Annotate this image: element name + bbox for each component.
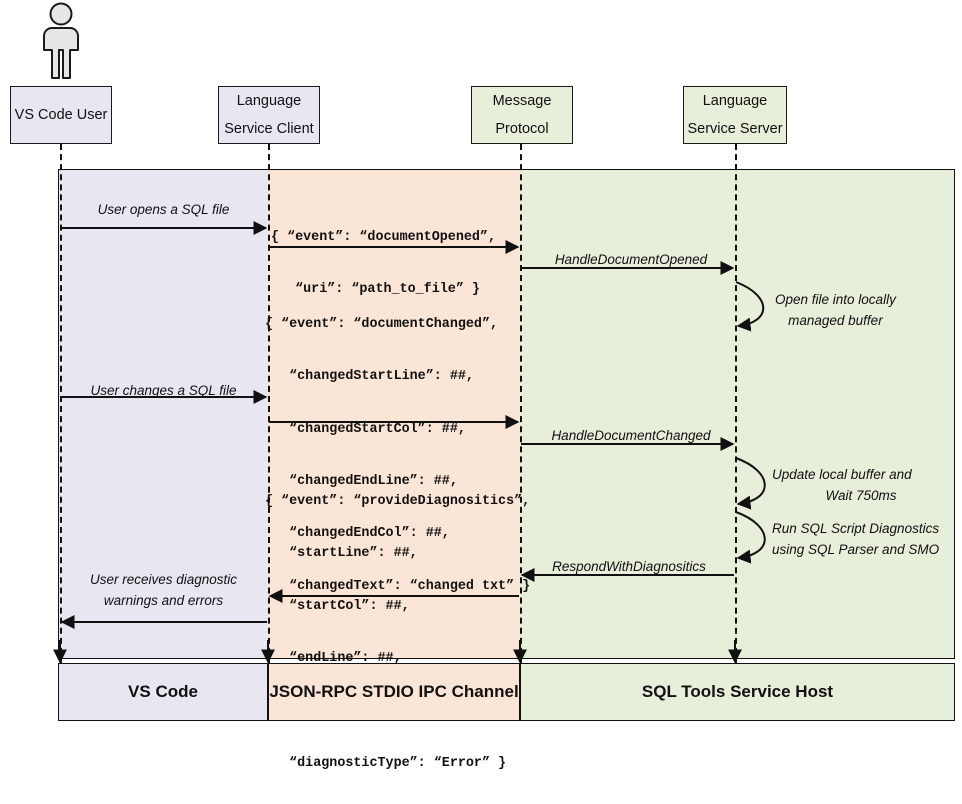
band-vs-code bbox=[58, 169, 268, 659]
participant-label-line1: Language bbox=[236, 92, 302, 109]
participant-label-line2: Service Client bbox=[224, 121, 314, 137]
note-run-diagnostics: Run SQL Script Diagnostics using SQL Par… bbox=[772, 519, 939, 561]
code-line: “endLine”: ##, bbox=[265, 651, 402, 667]
vs-code-user-actor-icon bbox=[30, 2, 92, 80]
footer-label: JSON-RPC STDIO IPC Channel bbox=[269, 682, 519, 701]
code-line: “changedStartCol”: ##, bbox=[265, 421, 466, 437]
message-label-user-receives-diagnostics: User receives diagnostic warnings and er… bbox=[61, 570, 266, 612]
code-block-document-opened: { “event”: “documentOpened”, “uri”: “pat… bbox=[271, 198, 496, 330]
footer-label: VS Code bbox=[128, 682, 198, 701]
lifeline-language-service-server bbox=[735, 144, 737, 664]
message-label-handle-document-opened: HandleDocumentOpened bbox=[526, 250, 736, 271]
code-line: “changedText”: “changed txt” } bbox=[265, 578, 531, 594]
lifeline-message-protocol bbox=[520, 144, 522, 664]
message-text: User changes a SQL file bbox=[90, 383, 237, 398]
participant-label-line1: Language bbox=[702, 92, 768, 109]
message-text: RespondWithDiagnositics bbox=[552, 559, 706, 574]
message-label-user-changes-file: User changes a SQL file bbox=[61, 381, 266, 402]
participant-label-line2: Protocol bbox=[495, 121, 549, 137]
message-text-line2: warnings and errors bbox=[103, 592, 224, 608]
code-line: { “event”: “provideDiagnositics”, bbox=[265, 493, 531, 509]
participant-label-line2: Service Server bbox=[687, 121, 783, 137]
participant-language-service-client: Language Service Client bbox=[218, 86, 320, 144]
message-label-handle-document-changed: HandleDocumentChanged bbox=[526, 426, 736, 447]
code-block-document-changed: { “event”: “documentChanged”, “changedSt… bbox=[265, 285, 530, 626]
footer-label: SQL Tools Service Host bbox=[641, 682, 834, 701]
message-text-line1: User receives diagnostic bbox=[89, 572, 238, 587]
message-text: User opens a SQL file bbox=[97, 202, 230, 217]
message-label-respond-with-diagnostics: RespondWithDiagnositics bbox=[524, 557, 734, 578]
code-line: “diagnosticType”: “Error” } bbox=[265, 755, 507, 771]
footer-sql-tools-service-host: SQL Tools Service Host bbox=[520, 663, 955, 721]
code-line: “changedStartLine”: ##, bbox=[265, 369, 474, 385]
note-text-line1: Run SQL Script Diagnostics bbox=[772, 521, 940, 536]
note-text-line2: managed buffer bbox=[788, 312, 883, 328]
lifeline-vs-code-user bbox=[60, 144, 62, 664]
note-text-line2: using SQL Parser and SMO bbox=[772, 541, 940, 557]
note-text-line2: Wait 750ms bbox=[825, 487, 897, 503]
band-service-host bbox=[520, 169, 955, 659]
code-block-provide-diagnostics: { “event”: “provideDiagnositics”, “start… bbox=[265, 462, 530, 803]
code-line: “uri”: “path_to_file” } bbox=[271, 282, 480, 298]
code-line: { “event”: “documentOpened”, bbox=[271, 229, 496, 245]
note-text-line1: Open file into locally bbox=[775, 292, 896, 307]
code-line: “changedEndLine”: ##, bbox=[265, 474, 458, 490]
code-line: “startCol”: ##, bbox=[265, 598, 410, 614]
message-text: HandleDocumentOpened bbox=[554, 252, 708, 267]
sequence-diagram: VS Code User Language Service Client Mes… bbox=[10, 2, 955, 771]
participant-vs-code-user: VS Code User bbox=[10, 86, 112, 144]
note-update-buffer-wait: Update local buffer and Wait 750ms bbox=[772, 465, 950, 507]
note-text-line1: Update local buffer and bbox=[772, 467, 912, 482]
participant-message-protocol: Message Protocol bbox=[471, 86, 573, 144]
participant-language-service-server: Language Service Server bbox=[683, 86, 787, 144]
band-ipc-channel bbox=[268, 169, 520, 659]
arrow-layer bbox=[53, 221, 766, 664]
participant-label-line1: Message bbox=[492, 92, 552, 109]
participant-label-line1: VS Code User bbox=[14, 106, 108, 123]
lifeline-language-service-client bbox=[268, 144, 270, 664]
note-open-file-buffer: Open file into locally managed buffer bbox=[775, 290, 896, 332]
footer-json-rpc-channel: JSON-RPC STDIO IPC Channel bbox=[268, 663, 520, 721]
message-label-user-opens-file: User opens a SQL file bbox=[61, 200, 266, 221]
code-line: “startLine”: ##, bbox=[265, 546, 418, 562]
code-line: “changedEndCol”: ##, bbox=[265, 526, 450, 542]
code-line: { “event”: “documentChanged”, bbox=[265, 316, 499, 332]
footer-vs-code: VS Code bbox=[58, 663, 268, 721]
message-text: HandleDocumentChanged bbox=[551, 428, 711, 443]
